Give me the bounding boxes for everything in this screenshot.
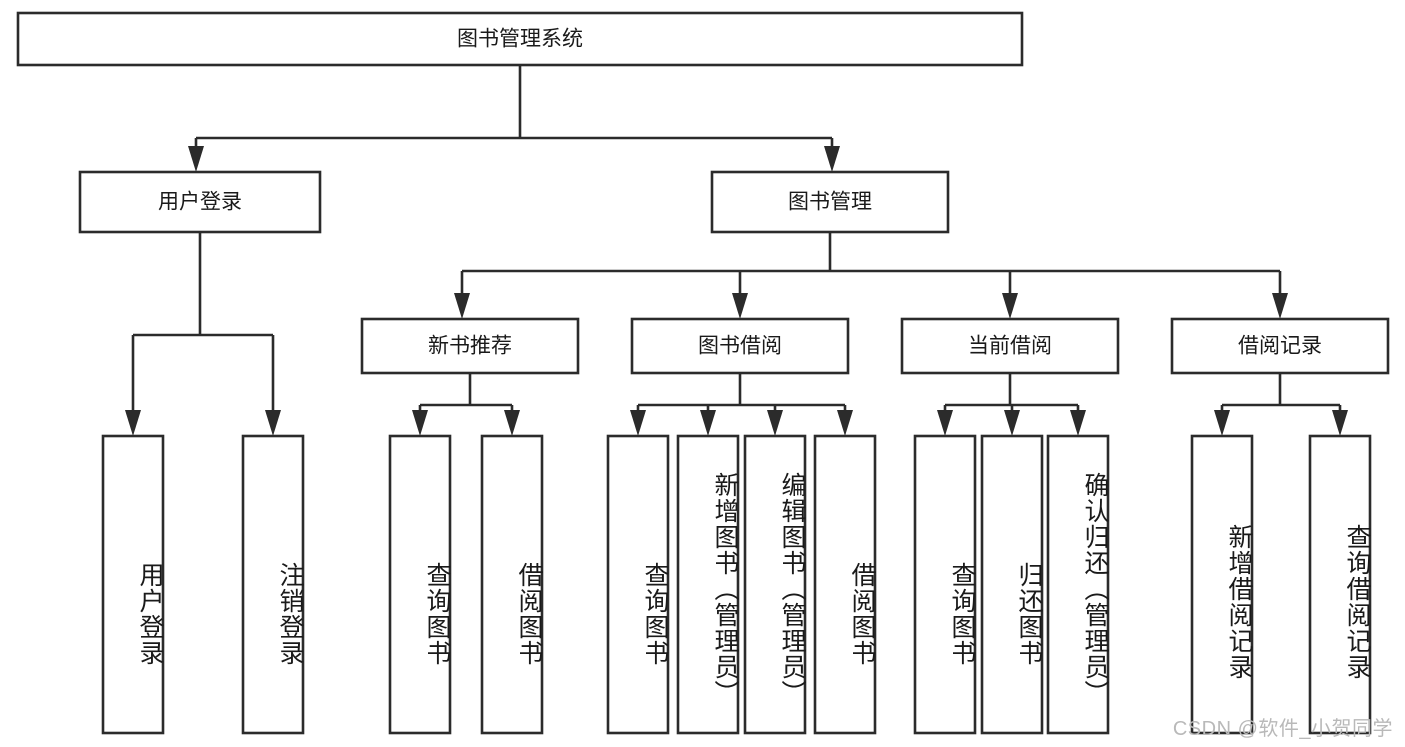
node-user-login-leaf-label: 用户登录 bbox=[136, 561, 164, 666]
node-current-borrow-box[interactable] bbox=[900, 317, 1120, 375]
connector-book-borrow-to-leaves bbox=[630, 373, 853, 436]
node-logout-leaf-box[interactable] bbox=[241, 434, 305, 735]
node-bb-borrow-book-box[interactable] bbox=[813, 434, 877, 735]
node-bb-query-book-label: 查询图书 bbox=[641, 561, 669, 666]
node-book-manage-label: 图书管理 bbox=[788, 191, 872, 214]
node-new-book-recommend-label: 新书推荐 bbox=[428, 335, 512, 358]
node-nbr-query-book-box[interactable] bbox=[388, 434, 452, 735]
arrow-head-book-borrow bbox=[732, 293, 748, 319]
node-br-query-record-label: 查询借阅记录 bbox=[1343, 523, 1371, 680]
node-book-manage-box[interactable] bbox=[710, 170, 950, 234]
node-bb-add-book-label: 新增图书（管理员） bbox=[711, 471, 739, 706]
node-book-borrow-label: 图书借阅 bbox=[698, 335, 782, 358]
arrow-head-bb-query-book bbox=[630, 410, 646, 436]
arrow-head-user-login-leaf bbox=[125, 410, 141, 436]
node-cb-return-book-label: 归还图书 bbox=[1015, 561, 1043, 666]
connector-user-login-to-leaves bbox=[125, 232, 281, 436]
arrow-head-cb-query-book bbox=[937, 410, 953, 436]
connector-borrow-record-to-leaves bbox=[1214, 373, 1348, 436]
node-nbr-query-book-label: 查询图书 bbox=[423, 561, 451, 666]
arrow-head-logout-leaf bbox=[265, 410, 281, 436]
node-borrow-record-label: 借阅记录 bbox=[1238, 335, 1322, 358]
node-root[interactable]: 图书管理系统 bbox=[16, 11, 1024, 67]
node-user-login-box[interactable] bbox=[78, 170, 322, 234]
connector-book-manage-to-groups bbox=[454, 232, 1288, 319]
node-cb-confirm-return-box[interactable] bbox=[1046, 434, 1110, 735]
node-book-borrow[interactable]: 图书借阅 bbox=[630, 317, 850, 375]
arrow-head-br-query-record bbox=[1332, 410, 1348, 436]
arrow-head-new-book-recommend bbox=[454, 293, 470, 319]
node-nbr-borrow-book-box[interactable] bbox=[480, 434, 544, 735]
arrow-head-cb-confirm-return bbox=[1070, 410, 1086, 436]
node-bb-edit-book-box[interactable] bbox=[743, 434, 807, 735]
node-br-query-record-box[interactable] bbox=[1308, 434, 1372, 735]
node-nbr-borrow-book-label: 借阅图书 bbox=[515, 561, 543, 666]
node-borrow-record[interactable]: 借阅记录 bbox=[1170, 317, 1390, 375]
arrow-head-bb-add-book bbox=[700, 410, 716, 436]
node-cb-return-book-box[interactable] bbox=[980, 434, 1044, 735]
connector-current-borrow-to-leaves bbox=[937, 373, 1086, 436]
node-cb-confirm-return-label: 确认归还（管理员） bbox=[1081, 471, 1109, 706]
arrow-head-borrow-record bbox=[1272, 293, 1288, 319]
arrow-head-book-manage bbox=[824, 146, 840, 172]
arrow-head-bb-borrow-book bbox=[837, 410, 853, 436]
node-bb-borrow-book-label: 借阅图书 bbox=[848, 561, 876, 666]
arrow-head-bb-edit-book bbox=[767, 410, 783, 436]
node-cb-query-book-label: 查询图书 bbox=[948, 561, 976, 666]
connector-new-book-recommend-to-leaves bbox=[412, 373, 520, 436]
node-bb-add-book-box[interactable] bbox=[676, 434, 740, 735]
node-bb-query-book-box[interactable] bbox=[606, 434, 670, 735]
node-current-borrow-label: 当前借阅 bbox=[968, 335, 1052, 358]
arrow-head-nbr-borrow-book bbox=[504, 410, 520, 436]
node-borrow-record-box[interactable] bbox=[1170, 317, 1390, 375]
node-bb-edit-book-label: 编辑图书（管理员） bbox=[778, 471, 806, 706]
node-new-book-recommend-box[interactable] bbox=[360, 317, 580, 375]
node-cb-query-book-box[interactable] bbox=[913, 434, 977, 735]
arrow-head-br-add-record bbox=[1214, 410, 1230, 436]
node-root-label: 图书管理系统 bbox=[457, 28, 583, 51]
arrow-head-nbr-query-book bbox=[412, 410, 428, 436]
node-br-add-record-label: 新增借阅记录 bbox=[1225, 523, 1253, 680]
leaf-boxes bbox=[101, 434, 1372, 735]
node-user-login[interactable]: 用户登录 bbox=[78, 170, 322, 234]
connector-root-to-level1 bbox=[188, 65, 840, 172]
arrow-head-user-login bbox=[188, 146, 204, 172]
node-book-manage[interactable]: 图书管理 bbox=[710, 170, 950, 234]
arrow-head-current-borrow bbox=[1002, 293, 1018, 319]
node-br-add-record-box[interactable] bbox=[1190, 434, 1254, 735]
node-new-book-recommend[interactable]: 新书推荐 bbox=[360, 317, 580, 375]
node-root-box[interactable] bbox=[16, 11, 1024, 67]
node-user-login-label: 用户登录 bbox=[158, 191, 242, 214]
node-logout-leaf-label: 注销登录 bbox=[276, 561, 304, 666]
arrow-head-cb-return-book bbox=[1004, 410, 1020, 436]
node-book-borrow-box[interactable] bbox=[630, 317, 850, 375]
watermark: CSDN @软件_小贺同学 bbox=[1172, 718, 1393, 740]
node-current-borrow[interactable]: 当前借阅 bbox=[900, 317, 1120, 375]
node-user-login-leaf-box[interactable] bbox=[101, 434, 165, 735]
